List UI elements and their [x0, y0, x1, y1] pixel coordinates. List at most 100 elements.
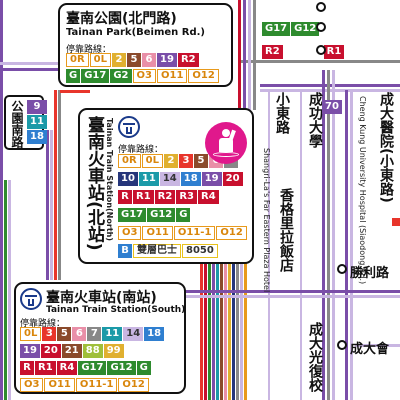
route-chip-7[interactable]: 7: [87, 327, 102, 341]
route-chip-19[interactable]: 19: [157, 53, 177, 67]
left-vertical-routes: [0, 0, 11, 400]
bus-stop-dot[interactable]: [337, 264, 347, 274]
route-chip-20[interactable]: 20: [222, 172, 243, 186]
route-chip-21[interactable]: 21: [61, 344, 82, 358]
route-chip-9[interactable]: 9: [27, 100, 47, 114]
route-chip-o3[interactable]: O3: [132, 69, 156, 83]
route-chip-r2[interactable]: R2: [177, 53, 199, 67]
route-chip-6[interactable]: 6: [142, 53, 157, 67]
route-chip-2[interactable]: 2: [164, 154, 179, 168]
bus-stop-dot[interactable]: [337, 340, 347, 350]
route-chip-g17[interactable]: G17: [262, 22, 291, 36]
station-card-park-south-rd[interactable]: 公園南路 9 11 18: [4, 95, 47, 150]
bus-stop-dot[interactable]: [316, 2, 326, 12]
route-chip-5[interactable]: 5: [57, 327, 72, 341]
route-chip-18[interactable]: 18: [27, 130, 47, 144]
route-chip-g2[interactable]: G2: [110, 69, 132, 83]
route-chip-r4[interactable]: R4: [56, 361, 78, 375]
center-vertical-routes: [200, 260, 247, 400]
station-card-beimen[interactable]: 臺南公園(北門路) Tainan Park(Beimen Rd.) 停靠路線： …: [58, 3, 233, 87]
route-chip-g12[interactable]: G12: [107, 361, 136, 375]
route-chip-r4[interactable]: R4: [198, 190, 219, 204]
route-chip-70[interactable]: 70: [322, 100, 342, 114]
route-chip-11[interactable]: 11: [138, 172, 159, 186]
route-chip-r1[interactable]: R1: [35, 361, 56, 375]
route-column: 9 11 18: [27, 100, 47, 144]
station-name-zh: 臺南火車站(北站): [84, 116, 104, 251]
route-chip-g12[interactable]: G12: [147, 208, 176, 222]
route-chip-88[interactable]: 88: [82, 344, 103, 358]
route-chip-6[interactable]: 6: [72, 327, 87, 341]
route-chip-o11-1[interactable]: O11-1: [173, 226, 216, 240]
station-card-south[interactable]: 臺南火車站(南站) Tainan Train Station(South) 停靠…: [14, 282, 186, 394]
upper-vertical-routes: [238, 0, 256, 110]
route-chip-3[interactable]: 3: [42, 327, 57, 341]
route-chip-b[interactable]: B: [118, 244, 132, 258]
route-chip-g[interactable]: G: [176, 208, 191, 222]
route-chip-2[interactable]: 2: [112, 53, 127, 67]
route-chip-g[interactable]: G: [66, 69, 81, 83]
route-chip-0l[interactable]: 0L: [89, 53, 112, 67]
route-chip-o12[interactable]: O12: [118, 378, 149, 392]
double-decker-bus-chip[interactable]: 雙層巴士: [133, 244, 181, 258]
route-chip-14[interactable]: 14: [159, 172, 180, 186]
route-chip-o12[interactable]: O12: [188, 69, 219, 83]
route-chip-g17[interactable]: G17: [118, 208, 147, 222]
route-row: 10 11 14 18 19 20: [118, 172, 243, 186]
route-chip-5[interactable]: 5: [127, 53, 142, 67]
place-label-ncku-hall: 成大會: [350, 342, 390, 357]
route-chip-0r[interactable]: 0R: [66, 53, 89, 67]
route-chip-10[interactable]: 10: [118, 172, 138, 186]
lower-horizontal-routes: [180, 290, 400, 347]
route-chip-r[interactable]: R: [118, 190, 132, 204]
route-chip-18[interactable]: 18: [180, 172, 201, 186]
you-are-here-icon: [205, 122, 247, 164]
route-row: 0R 0L 2 5 6 19 R2: [66, 53, 199, 67]
route-chip-o3[interactable]: O3: [20, 378, 44, 392]
route-chip-r3[interactable]: R3: [176, 190, 198, 204]
route-chip-3[interactable]: 3: [179, 154, 194, 168]
route-chip-0l[interactable]: 0L: [141, 154, 164, 168]
route-chip-o11[interactable]: O11: [156, 69, 188, 83]
route-chip-19[interactable]: 19: [20, 344, 40, 358]
route-chip-g[interactable]: G: [136, 361, 151, 375]
bus-stop-dot[interactable]: [316, 45, 326, 55]
route-chip-o11[interactable]: O11: [142, 226, 173, 240]
route-chip-11[interactable]: 11: [102, 327, 123, 341]
route-chip-o12[interactable]: O12: [216, 226, 247, 240]
route-chip-20[interactable]: 20: [40, 344, 61, 358]
route-chip-11[interactable]: 11: [27, 115, 47, 129]
route-chip-14[interactable]: 14: [123, 327, 144, 341]
route-row: 0L 3 5 6 7 11 14 18: [20, 327, 165, 341]
place-label-ncku: 成功大學: [307, 92, 323, 148]
hospital-label-zh: 成大醫院(小東路): [378, 92, 394, 203]
route-chip-99[interactable]: 99: [103, 344, 124, 358]
place-label-ncku-guangfu: 成大光復校: [307, 322, 323, 392]
station-name-en: Tainan Train Station(South): [46, 305, 186, 315]
route-chip-0r[interactable]: 0R: [118, 154, 141, 168]
route-chip-r2[interactable]: R2: [154, 190, 176, 204]
route-chip-r[interactable]: R: [20, 361, 34, 375]
route-row: R R1 R2 R3 R4: [118, 190, 219, 204]
route-row: G17 G12 G: [118, 208, 191, 222]
station-name-en: Tainan Park(Beimen Rd.): [66, 27, 205, 38]
route-row: G G17 G2 O3 O11 O12: [66, 69, 219, 83]
route-chip-o3[interactable]: O3: [118, 226, 142, 240]
train-station-icon: [20, 288, 42, 310]
bus-stop-dot[interactable]: [316, 22, 326, 32]
route-row: O3 O11 O11-1 O12: [118, 226, 247, 240]
route-chip-r2[interactable]: R2: [262, 45, 283, 59]
route-chip-0l[interactable]: 0L: [20, 327, 42, 341]
route-chip-5[interactable]: 5: [194, 154, 209, 168]
route-chip-8050[interactable]: 8050: [182, 244, 218, 258]
route-chip-o11[interactable]: O11: [44, 378, 75, 392]
route-chip-18[interactable]: 18: [144, 327, 165, 341]
route-chip-g17[interactable]: G17: [78, 361, 107, 375]
route-chip-r1[interactable]: R1: [133, 190, 154, 204]
route-chip-g17[interactable]: G17: [81, 69, 110, 83]
hospital-label-en: Cheng Kung University Hospital (Siaodong…: [358, 96, 367, 285]
route-chip-r1[interactable]: R1: [323, 45, 345, 59]
route-chip-o11-1[interactable]: O11-1: [75, 378, 118, 392]
route-chip-19[interactable]: 19: [201, 172, 222, 186]
route-chip-g12[interactable]: G12: [291, 22, 320, 36]
